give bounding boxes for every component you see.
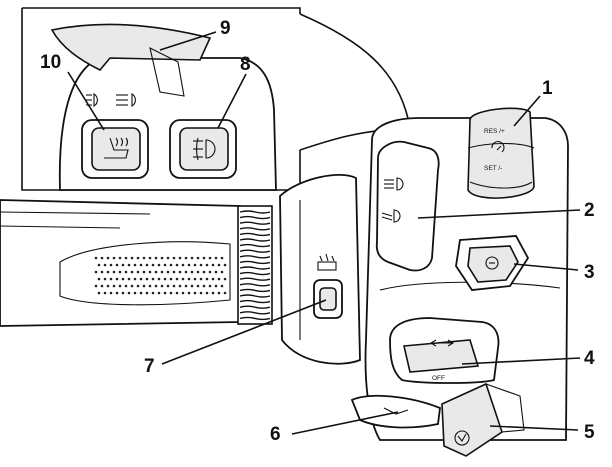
housing-side-shell (279, 174, 361, 365)
fog-light-icon (193, 137, 216, 161)
grip-collar (237, 205, 273, 325)
seat-heater-icon (104, 137, 129, 159)
seat-heater-button[interactable] (81, 119, 149, 179)
zoom-connector-line (299, 13, 411, 129)
callout-5: 5 (584, 422, 595, 443)
cruise-control-icon (491, 141, 505, 153)
callout-8: 8 (240, 54, 251, 75)
cruise-control-switch[interactable]: RES /+ SET /- (467, 107, 535, 199)
inset-box-top (22, 7, 301, 14)
callout-1: 1 (542, 78, 553, 99)
high-beam-icon (116, 93, 136, 107)
res-label: RES /+ (484, 128, 505, 135)
leader-line-10 (67, 71, 105, 131)
grip-heater-icon (317, 253, 337, 271)
dimmer-switch[interactable] (375, 140, 440, 272)
beam-indicator-symbols (86, 93, 136, 107)
callout-2: 2 (584, 200, 595, 221)
leader-line-7 (161, 299, 327, 365)
housing-divider (379, 281, 561, 291)
start-switch-knob[interactable] (441, 382, 525, 457)
callout-9: 9 (220, 18, 231, 39)
leader-line-4 (461, 357, 581, 365)
set-label: SET /- (484, 165, 502, 172)
leader-line-3 (513, 263, 579, 271)
callout-labels: 1 2 3 4 5 6 7 8 9 10 (40, 18, 595, 445)
leader-lines (67, 31, 581, 435)
grip-heater-switch[interactable] (313, 279, 343, 319)
fog-light-button[interactable] (169, 119, 237, 179)
callout-10: 10 (40, 52, 61, 73)
leader-line-6 (291, 411, 399, 435)
main-switch-housing: RES /+ SET /- OFF (350, 107, 569, 457)
grip-dot-texture (94, 256, 227, 295)
leader-line-2 (417, 209, 581, 219)
leader-line-1 (513, 95, 541, 127)
leader-line-5 (489, 425, 579, 431)
off-label: OFF (432, 375, 445, 382)
grip-edge-lines (0, 211, 151, 229)
callout-7: 7 (144, 356, 155, 377)
high-beam-icon (384, 177, 404, 191)
grip-body (0, 199, 241, 327)
callout-6: 6 (270, 424, 281, 445)
low-beam-icon (381, 209, 401, 223)
inset-detail (21, 7, 411, 191)
leader-line-9 (159, 31, 217, 51)
callout-3: 3 (584, 262, 595, 283)
callout-4: 4 (584, 348, 595, 369)
grip-pattern-panel (59, 241, 231, 306)
lever-stem (149, 46, 185, 97)
leader-line-8 (217, 73, 247, 129)
housing-side (279, 174, 361, 365)
handlebar-grip (0, 199, 273, 327)
horn-button[interactable] (455, 235, 530, 291)
collar-ribs (239, 210, 271, 321)
turn-signal-switch[interactable]: OFF (389, 317, 500, 384)
turn-signal-arrows-icon (429, 339, 455, 347)
start-icon (454, 430, 470, 446)
horn-icon (485, 256, 499, 270)
